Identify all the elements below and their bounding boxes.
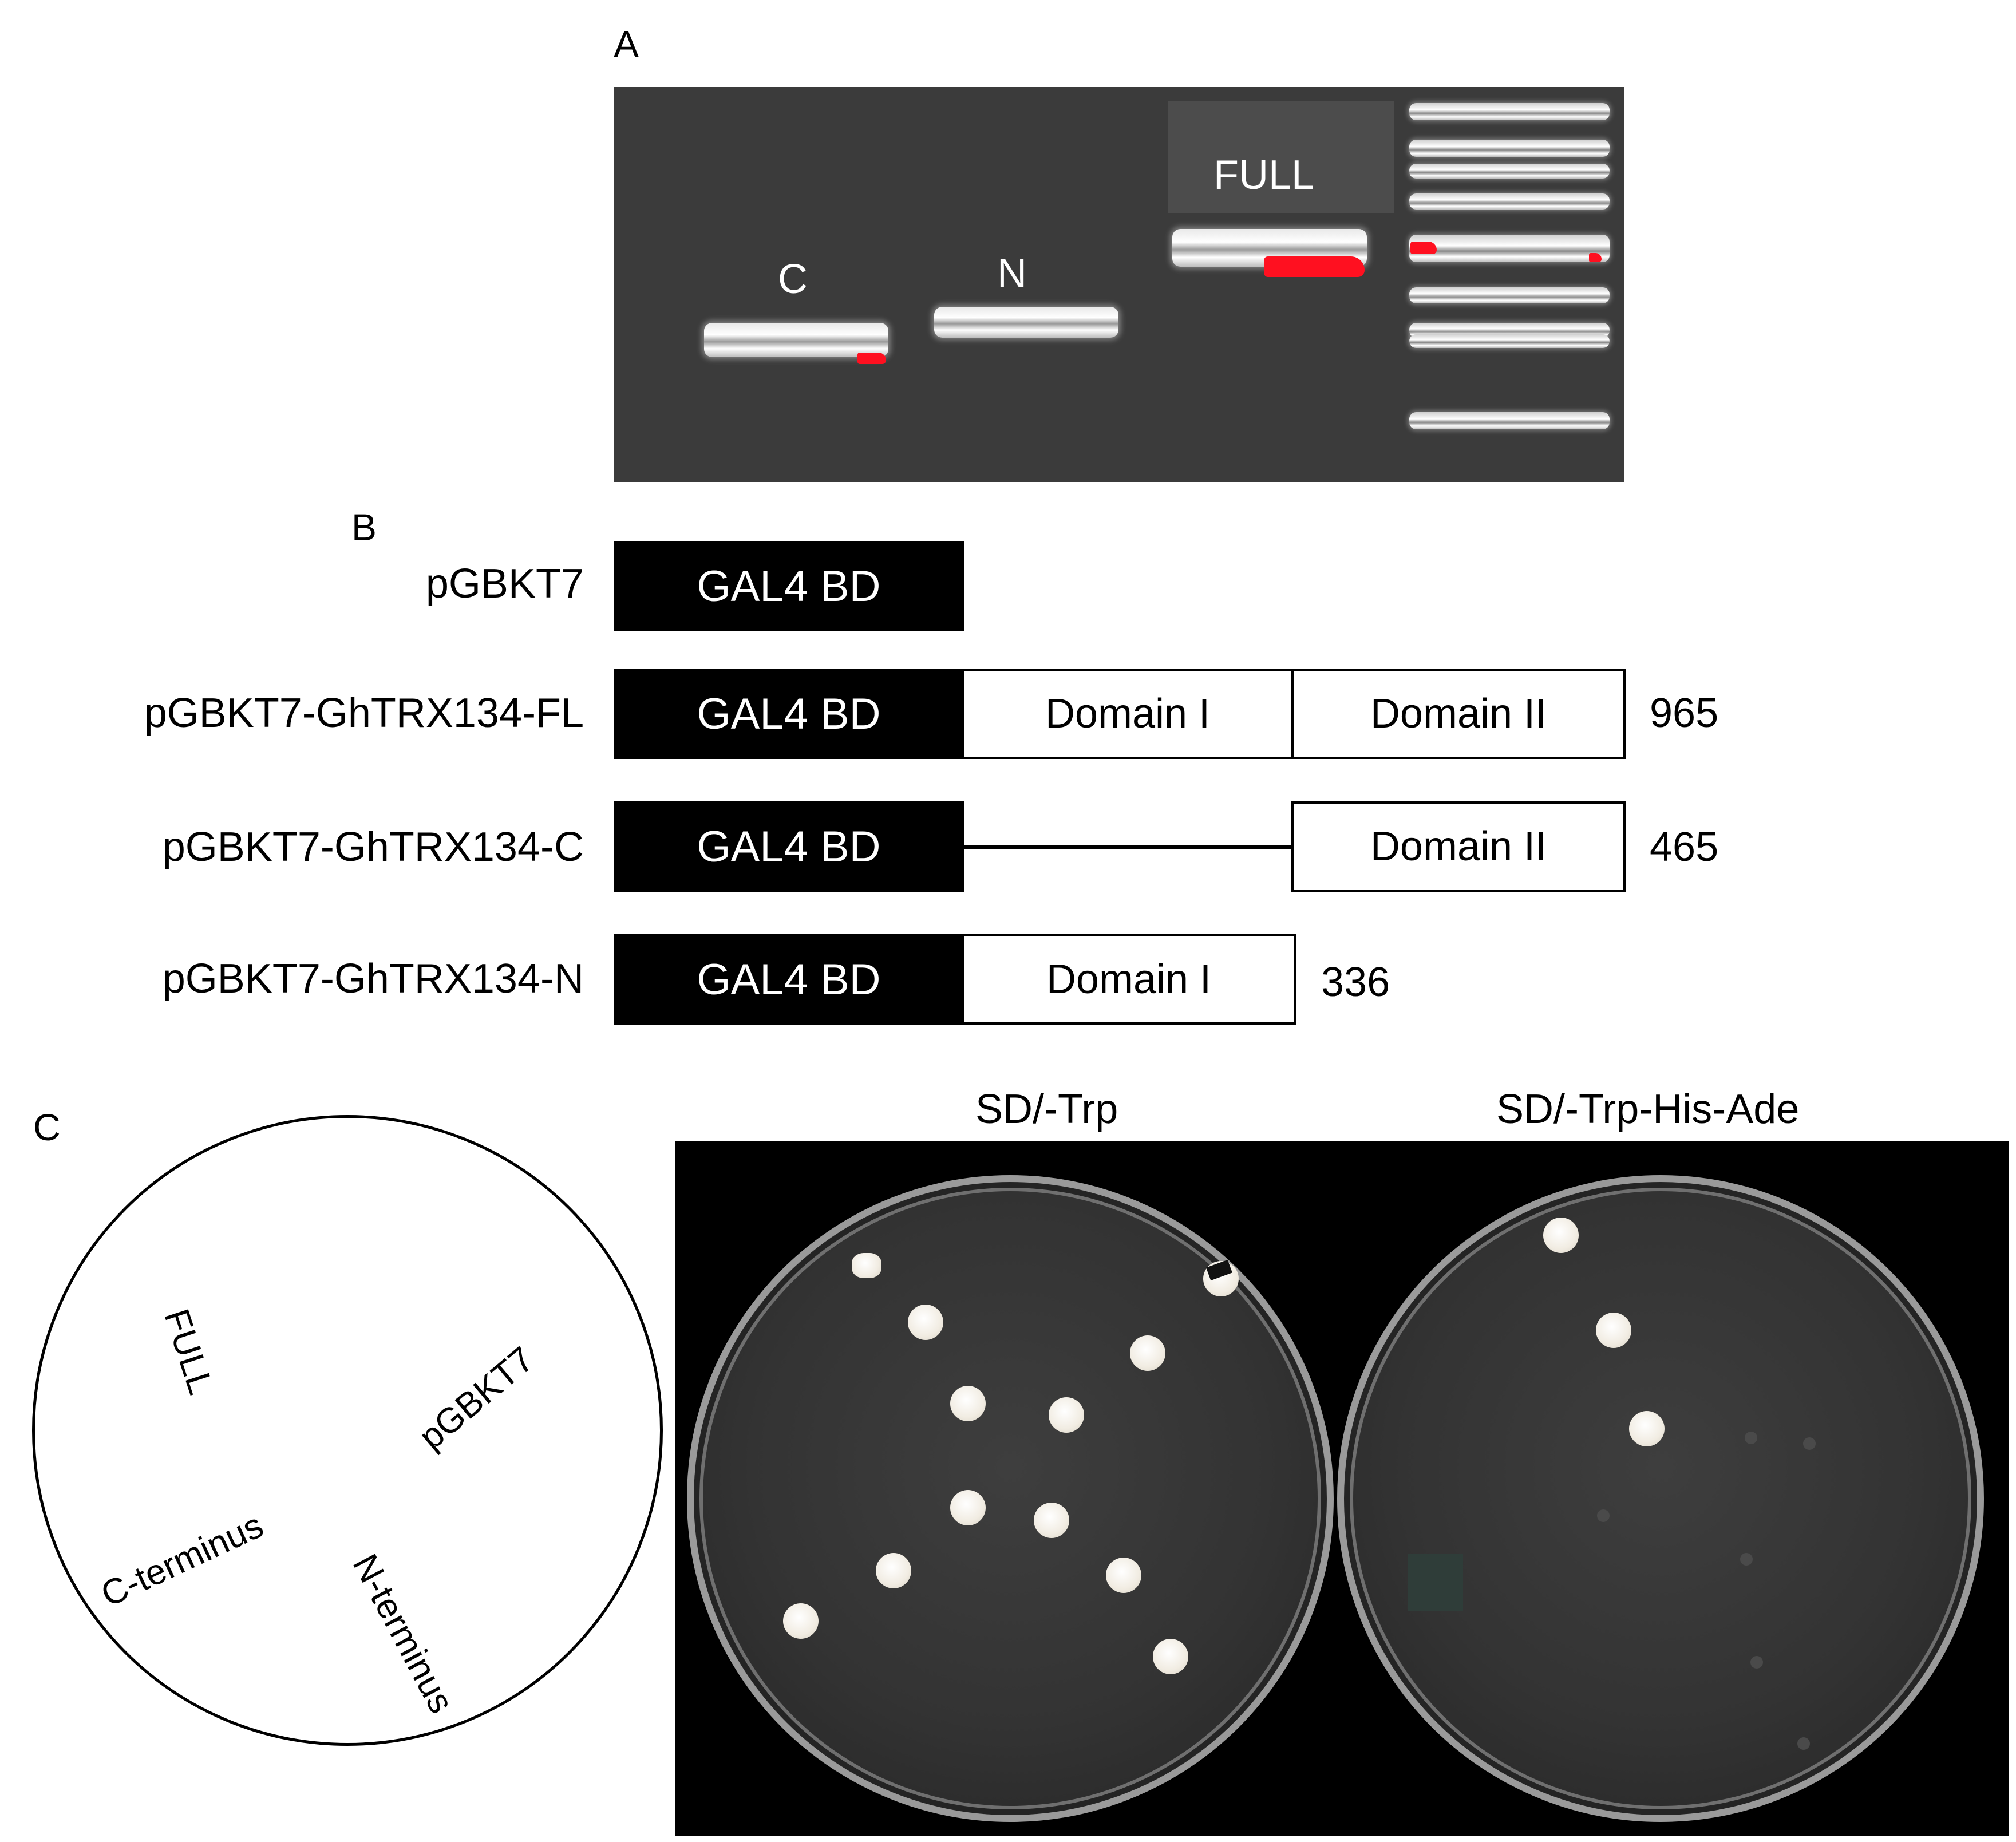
panel-label-c: C — [33, 1106, 61, 1148]
yeast-colony — [1106, 1558, 1141, 1593]
construct-length-c: 465 — [1650, 824, 1719, 870]
yeast-colony — [852, 1253, 881, 1278]
ladder-band — [1409, 412, 1610, 429]
gal4-bd-box: GAL4 BD — [614, 669, 964, 759]
domain-ii-box: Domain II — [1291, 801, 1626, 892]
yeast-plates-photo — [675, 1141, 2009, 1836]
yeast-colony — [950, 1386, 986, 1421]
ladder-saturation-right — [1589, 253, 1602, 262]
ladder-saturation-left — [1410, 242, 1437, 254]
plate-title-sd-trp-his-ade: SD/-Trp-His-Ade — [1496, 1086, 1800, 1132]
gel-well-region — [1168, 101, 1394, 213]
domain-i-box: Domain I — [962, 934, 1296, 1025]
yeast-colony — [1596, 1313, 1631, 1348]
yeast-colony — [876, 1553, 911, 1588]
construct-name-n: pGBKT7-GhTRX134-N — [162, 956, 584, 1002]
gal4-bd-box: GAL4 BD — [614, 801, 964, 892]
yeast-colony — [1130, 1335, 1165, 1371]
ladder-band — [1409, 164, 1610, 179]
domain-i-box: Domain I — [962, 669, 1294, 759]
construct-name-pgbkt7: pGBKT7 — [425, 561, 584, 607]
yeast-colony — [1034, 1503, 1069, 1538]
yeast-colony — [1543, 1218, 1579, 1253]
domain-ii-box: Domain II — [1291, 669, 1626, 759]
panel-label-a: A — [614, 23, 639, 65]
ladder-band — [1409, 287, 1610, 303]
gel-lane-label-full: FULL — [1213, 152, 1315, 198]
agarose-gel-image: C N FULL — [614, 87, 1624, 482]
dish-label-patch — [1408, 1554, 1463, 1611]
construct-name-c: pGBKT7-GhTRX134-C — [162, 824, 584, 870]
yeast-colony — [1629, 1411, 1665, 1446]
ladder-band — [1409, 334, 1610, 348]
faint-spot — [1803, 1437, 1816, 1450]
yeast-colony — [1049, 1397, 1084, 1433]
petri-dish-sd-trp-his-ade — [1337, 1175, 1984, 1822]
gel-band-c — [704, 323, 888, 357]
gal4-bd-box: GAL4 BD — [614, 934, 964, 1025]
ladder-band — [1409, 193, 1610, 210]
panel-label-b: B — [351, 506, 377, 548]
faint-spot — [1597, 1509, 1610, 1522]
construct-length-fl: 965 — [1650, 690, 1719, 736]
gel-lane-label-n: N — [997, 251, 1027, 297]
ladder-band — [1409, 235, 1610, 262]
gel-band-n — [934, 307, 1118, 338]
yeast-colony — [950, 1490, 986, 1525]
ladder-band — [1409, 140, 1610, 157]
faint-spot — [1797, 1737, 1810, 1750]
faint-spot — [1745, 1432, 1757, 1444]
gel-lane-label-c: C — [778, 256, 808, 302]
gel-band-c-saturation — [857, 353, 886, 364]
faint-spot — [1740, 1553, 1753, 1566]
construct-name-fl: pGBKT7-GhTRX134-FL — [144, 690, 584, 736]
plate-title-sd-trp: SD/-Trp — [975, 1086, 1118, 1132]
yeast-colony — [908, 1305, 943, 1340]
deletion-linker-line — [962, 845, 1294, 849]
plate-map-circle — [32, 1115, 663, 1746]
yeast-colony — [783, 1603, 819, 1639]
gel-band-full-saturation — [1264, 256, 1365, 277]
gal4-bd-box: GAL4 BD — [614, 541, 964, 631]
construct-length-n: 336 — [1321, 959, 1390, 1005]
faint-spot — [1750, 1656, 1763, 1669]
ladder-band — [1409, 103, 1610, 120]
yeast-colony — [1153, 1639, 1188, 1674]
